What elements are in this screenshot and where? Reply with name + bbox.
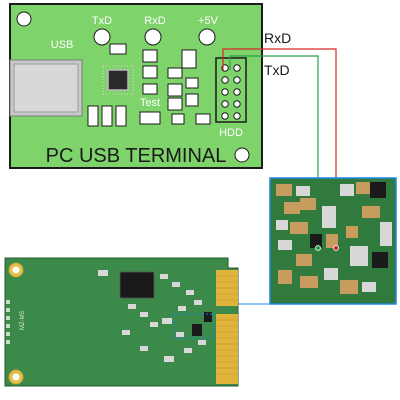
header-pin <box>233 88 241 96</box>
smd-resistor <box>322 206 336 228</box>
zoom-source-box <box>173 313 215 339</box>
header-pin <box>221 100 229 108</box>
edge-connector-bottom <box>216 314 238 384</box>
txd-test-point <box>315 245 321 251</box>
header-pin <box>221 112 229 120</box>
mounting-hole-center <box>12 373 20 381</box>
capacitor <box>181 49 197 69</box>
smd-resistor <box>324 268 338 280</box>
smd-transistor <box>370 182 386 198</box>
mounting-hole <box>16 11 32 27</box>
smd-resistor <box>380 222 392 246</box>
resistor <box>167 83 183 97</box>
rxd-wire <box>222 48 337 248</box>
header-pin <box>233 64 241 72</box>
capacitor <box>142 49 158 63</box>
txd-test-pad <box>93 28 111 46</box>
test-label: Test <box>140 97 160 109</box>
signal-wires <box>222 48 337 248</box>
zoom-inset <box>269 177 397 305</box>
controller-chip <box>119 271 155 299</box>
inset-components <box>276 182 392 294</box>
ssd-silkscreen: MZ-M5 <box>20 310 26 330</box>
smd-capacitor <box>346 226 358 238</box>
rxd-wire-label: RxD <box>264 30 291 46</box>
capacitor <box>115 105 127 127</box>
passive-components <box>87 43 211 127</box>
smd-resistor <box>276 220 288 230</box>
txd-pad-label: TxD <box>92 15 112 27</box>
smd-capacitor <box>276 184 292 196</box>
edge-contacts <box>216 275 238 375</box>
v5-pad-label: +5V <box>198 15 219 27</box>
smd-capacitor <box>362 206 380 218</box>
mounting-hole-center <box>12 266 20 274</box>
usb-label: USB <box>51 39 74 51</box>
smd-capacitor <box>284 202 300 214</box>
rxd-pad-label: RxD <box>144 15 165 27</box>
hdd-header-frame <box>215 57 247 123</box>
resistor <box>167 97 183 111</box>
msata-ssd-board: MZ-M5 <box>4 257 239 387</box>
capacitor <box>87 105 99 127</box>
smd-capacitor <box>356 182 370 194</box>
resistor <box>142 83 158 95</box>
resistor <box>109 43 127 55</box>
hdd-label: HDD <box>219 127 243 139</box>
v5-test-pad <box>198 28 216 46</box>
smd-resistor <box>278 240 292 250</box>
header-pin <box>233 100 241 108</box>
header-pin <box>221 76 229 84</box>
ssd-ics <box>192 312 212 336</box>
smd-transistor <box>310 234 322 248</box>
hdd-header <box>215 57 247 123</box>
smd-resistor <box>350 246 368 266</box>
resistor <box>171 113 185 125</box>
capacitor <box>101 105 113 127</box>
smd-resistor <box>296 186 310 196</box>
rxd-test-pad <box>144 28 162 46</box>
smd-capacitor <box>300 198 316 210</box>
usb-connector-inner <box>13 63 79 113</box>
resistor <box>195 113 211 125</box>
header-pin <box>233 76 241 84</box>
smd-resistor <box>340 184 354 196</box>
smd-capacitor <box>340 280 358 294</box>
usb-ic-chip <box>107 69 129 91</box>
rxd-test-point <box>333 245 339 251</box>
ic-pins <box>102 65 134 95</box>
smd-capacitor <box>326 234 338 248</box>
board-title: PC USB TERMINAL <box>46 145 227 167</box>
smd-resistor <box>362 282 376 292</box>
smd-capacitor <box>300 276 318 288</box>
capacitor <box>142 65 158 79</box>
smd-capacitor <box>296 254 312 266</box>
mounting-hole <box>234 147 250 163</box>
txd-wire <box>229 55 319 248</box>
ssd-pcb <box>4 257 239 387</box>
resistor <box>167 67 183 79</box>
resistor <box>185 93 199 107</box>
resistor <box>139 111 161 125</box>
smd-capacitor <box>290 222 308 234</box>
side-pads <box>6 300 10 344</box>
resistor <box>185 77 199 89</box>
header-pin <box>233 112 241 120</box>
header-pin <box>221 88 229 96</box>
smd-transistor <box>372 252 388 268</box>
ssd-components <box>98 270 206 362</box>
smd-capacitor <box>278 270 292 284</box>
txd-wire-label: TxD <box>264 62 290 78</box>
usb-terminal-board: TxD RxD +5V USB Test <box>9 3 263 169</box>
